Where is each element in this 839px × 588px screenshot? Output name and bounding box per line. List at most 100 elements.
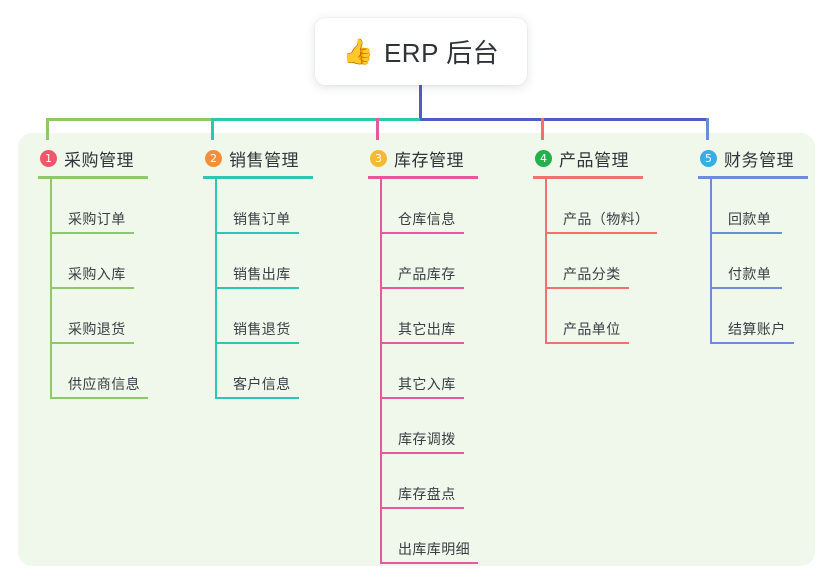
list-item-label: 产品库存 — [398, 266, 456, 282]
tree-spine — [50, 179, 52, 399]
column-title: 财务管理 — [724, 150, 794, 170]
list-item[interactable]: 销售退货 — [215, 289, 313, 344]
list-item[interactable]: 供应商信息 — [50, 344, 148, 399]
list-item-label: 产品单位 — [563, 321, 621, 337]
list-item-underline — [380, 287, 464, 289]
column-1: 1 采购管理采购订单采购入库采购退货供应商信息 — [38, 146, 148, 399]
list-item[interactable]: 产品单位 — [545, 289, 649, 344]
list-item[interactable]: 其它出库 — [380, 289, 478, 344]
list-item-underline — [545, 342, 629, 344]
drop-line-3 — [376, 118, 379, 140]
list-item-label: 付款单 — [728, 266, 772, 282]
list-item[interactable]: 销售出库 — [215, 234, 313, 289]
list-item[interactable]: 付款单 — [710, 234, 808, 289]
column-header[interactable]: 1 采购管理 — [38, 146, 148, 170]
thumbs-up-icon: 👍 — [342, 38, 374, 66]
column-title: 销售管理 — [229, 150, 299, 170]
list-item-underline — [215, 397, 299, 399]
list-item-underline — [215, 287, 299, 289]
column-underline — [203, 176, 313, 179]
column-underline — [368, 176, 478, 179]
column-header[interactable]: 3 库存管理 — [368, 146, 478, 170]
list-item[interactable]: 销售订单 — [215, 179, 313, 234]
list-item[interactable]: 产品库存 — [380, 234, 478, 289]
tree-spine — [545, 179, 547, 344]
list-item[interactable]: 产品分类 — [545, 234, 649, 289]
bus-segment-3 — [420, 118, 709, 121]
list-item-label: 采购退货 — [68, 321, 126, 337]
column-number-badge: 3 — [370, 149, 387, 167]
list-item-label: 销售退货 — [233, 321, 291, 337]
column-items: 产品（物料） 产品分类产品单位 — [533, 179, 657, 344]
drop-line-5 — [706, 118, 709, 140]
list-item[interactable]: 库存盘点 — [380, 454, 478, 509]
list-item-underline — [50, 232, 134, 234]
list-item-underline — [380, 507, 464, 509]
list-item-label: 库存盘点 — [398, 486, 456, 502]
list-item-label: 产品分类 — [563, 266, 621, 282]
list-item[interactable]: 其它入库 — [380, 344, 478, 399]
drop-line-1 — [46, 118, 49, 140]
tree-spine — [710, 179, 712, 344]
drop-line-4 — [541, 118, 544, 140]
list-item-underline — [710, 287, 782, 289]
column-underline — [533, 176, 643, 179]
column-number-badge: 2 — [205, 149, 222, 167]
column-title: 产品管理 — [559, 150, 629, 170]
list-item-underline — [50, 397, 148, 399]
list-item[interactable]: 采购入库 — [50, 234, 148, 289]
list-item-label: 客户信息 — [233, 376, 291, 392]
list-item[interactable]: 采购订单 — [50, 179, 148, 234]
list-item[interactable]: 库存调拨 — [380, 399, 478, 454]
list-item[interactable]: 回款单 — [710, 179, 808, 234]
diagram-panel — [18, 133, 815, 566]
list-item[interactable]: 仓库信息 — [380, 179, 478, 234]
column-number-badge: 1 — [40, 149, 57, 167]
bus-segment-2 — [211, 118, 420, 121]
list-item[interactable]: 出库库明细 — [380, 509, 478, 564]
page-title: ERP 后台 — [383, 38, 500, 68]
list-item-underline — [380, 452, 464, 454]
list-item-underline — [380, 562, 478, 564]
list-item-label: 供应商信息 — [68, 376, 140, 392]
list-item-label: 出库库明细 — [398, 541, 470, 557]
list-item[interactable]: 客户信息 — [215, 344, 313, 399]
list-item[interactable]: 采购退货 — [50, 289, 148, 344]
column-items: 采购订单采购入库采购退货供应商信息 — [38, 179, 148, 399]
list-item-label: 其它出库 — [398, 321, 456, 337]
list-item-label: 结算账户 — [728, 321, 786, 337]
list-item[interactable]: 产品（物料） — [545, 179, 657, 234]
tree-spine — [215, 179, 217, 399]
list-item-underline — [50, 287, 134, 289]
list-item-label: 销售订单 — [233, 211, 291, 227]
list-item-label: 采购入库 — [68, 266, 126, 282]
column-2: 2 销售管理销售订单销售出库销售退货客户信息 — [203, 146, 313, 399]
list-item-label: 回款单 — [728, 211, 772, 227]
list-item-underline — [380, 342, 464, 344]
drop-line-2 — [211, 118, 214, 140]
list-item-underline — [545, 232, 657, 234]
list-item-label: 采购订单 — [68, 211, 126, 227]
column-title: 库存管理 — [394, 150, 464, 170]
list-item-label: 销售出库 — [233, 266, 291, 282]
column-underline — [698, 176, 808, 179]
list-item-underline — [50, 342, 134, 344]
root-title-card[interactable]: 👍 ERP 后台 — [315, 18, 527, 85]
column-3: 3 库存管理仓库信息产品库存其它出库其它入库库存调拨库存盘点出库库明细 — [368, 146, 478, 564]
column-underline — [38, 176, 148, 179]
tree-spine — [380, 179, 382, 564]
column-header[interactable]: 2 销售管理 — [203, 146, 313, 170]
bus-segment-1 — [46, 118, 214, 121]
list-item-label: 产品（物料） — [563, 211, 650, 227]
column-items: 仓库信息产品库存其它出库其它入库库存调拨库存盘点出库库明细 — [368, 179, 478, 564]
list-item-label: 库存调拨 — [398, 431, 456, 447]
list-item-label: 仓库信息 — [398, 211, 456, 227]
trunk-line — [419, 85, 422, 121]
list-item[interactable]: 结算账户 — [710, 289, 808, 344]
column-title: 采购管理 — [64, 150, 134, 170]
